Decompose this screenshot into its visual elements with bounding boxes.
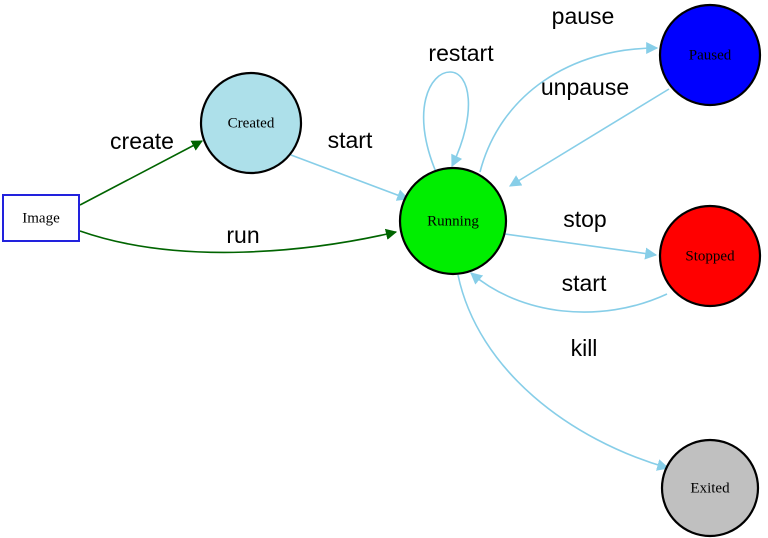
edge-label-pause: pause: [552, 3, 615, 29]
edge-create-path: [79, 140, 203, 206]
edge-run-path: [79, 228, 398, 254]
edge-start-created-path: [290, 154, 410, 201]
edge-label-run: run: [226, 222, 259, 248]
node-image[interactable]: Image: [2, 194, 80, 242]
edge-label-kill: kill: [571, 335, 598, 361]
edge-kill-path: [457, 274, 670, 471]
node-paused-shape: [658, 3, 762, 107]
edge-restart-path: [422, 71, 470, 173]
edge-label-create: create: [110, 128, 174, 154]
node-created[interactable]: Created: [199, 71, 303, 175]
edge-start-stopped[interactable]: start: [470, 270, 668, 313]
edge-start-created[interactable]: start: [290, 127, 410, 201]
edge-run[interactable]: run: [79, 222, 398, 254]
edge-unpause-path: [508, 88, 670, 187]
edge-pause[interactable]: pause: [479, 3, 659, 173]
edge-label-unpause: unpause: [541, 74, 629, 100]
edge-start-stopped-path: [470, 272, 668, 313]
edge-label-start-stopped: start: [562, 270, 607, 296]
node-exited[interactable]: Exited: [660, 438, 760, 538]
edge-stop[interactable]: stop: [504, 206, 658, 260]
node-created-shape: [199, 71, 303, 175]
node-image-shape: [2, 194, 80, 242]
edge-label-restart: restart: [428, 40, 494, 66]
edge-label-stop: stop: [563, 206, 606, 232]
node-stopped-shape: [658, 204, 762, 308]
node-paused[interactable]: Paused: [658, 3, 762, 107]
node-exited-shape: [660, 438, 760, 538]
edge-label-start-created: start: [328, 127, 373, 153]
node-running[interactable]: Running: [398, 166, 508, 276]
edge-create[interactable]: create: [79, 128, 203, 206]
node-running-shape: [398, 166, 508, 276]
edge-kill[interactable]: kill: [457, 274, 670, 471]
node-stopped[interactable]: Stopped: [658, 204, 762, 308]
edge-restart[interactable]: restart: [422, 40, 495, 173]
edge-stop-path: [504, 233, 658, 260]
edge-pause-path: [479, 42, 659, 173]
edge-unpause[interactable]: unpause: [508, 74, 670, 187]
